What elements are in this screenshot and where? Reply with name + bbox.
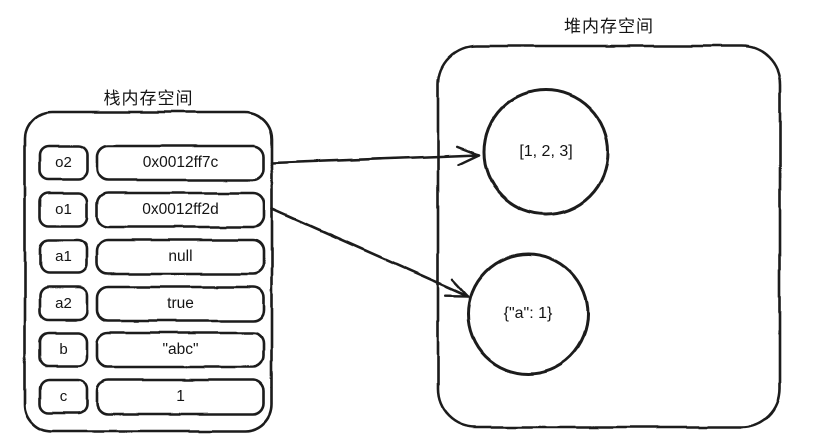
var-name-box-o1 [38, 191, 89, 228]
heap-panel-box [436, 44, 782, 429]
stack-title: 栈内存空间 [103, 89, 194, 108]
var-name-o2: o2 [55, 154, 72, 171]
var-name-box-o2 [38, 144, 89, 181]
var-value-box-o2 [95, 144, 266, 182]
var-value-box-c [95, 378, 266, 416]
heap-circle-object [466, 252, 590, 376]
var-name-box-c [38, 378, 89, 415]
var-value-b: "abc" [162, 341, 199, 358]
var-value-a2: true [167, 295, 194, 312]
var-name-box-a2 [38, 285, 89, 322]
var-name-box-a1 [38, 238, 89, 275]
var-name-a2: a2 [55, 295, 72, 312]
heap-circle-array [482, 88, 610, 216]
var-value-box-b [95, 331, 266, 369]
heap-object-object-text: {"a": 1} [503, 305, 553, 322]
var-name-o1: o1 [55, 201, 72, 218]
var-value-o2: 0x0012ff7c [142, 154, 219, 171]
var-value-a1: null [168, 248, 193, 265]
var-name-a1: a1 [55, 248, 72, 265]
var-value-box-a1 [95, 238, 266, 276]
var-value-box-a2 [95, 285, 266, 323]
stack-panel-box [23, 110, 274, 433]
var-name-b: b [59, 341, 68, 358]
heap-object-array-text: [1, 2, 3] [519, 143, 573, 160]
arrow-o2-to-array [270, 145, 481, 167]
var-value-box-o1 [95, 191, 266, 229]
var-name-c: c [59, 388, 68, 405]
heap-title: 堆内存空间 [564, 17, 654, 36]
var-value-c: 1 [176, 388, 185, 405]
arrow-o1-to-object [270, 207, 470, 298]
var-value-o1: 0x0012ff2d [142, 201, 219, 218]
var-name-box-b [38, 331, 89, 368]
